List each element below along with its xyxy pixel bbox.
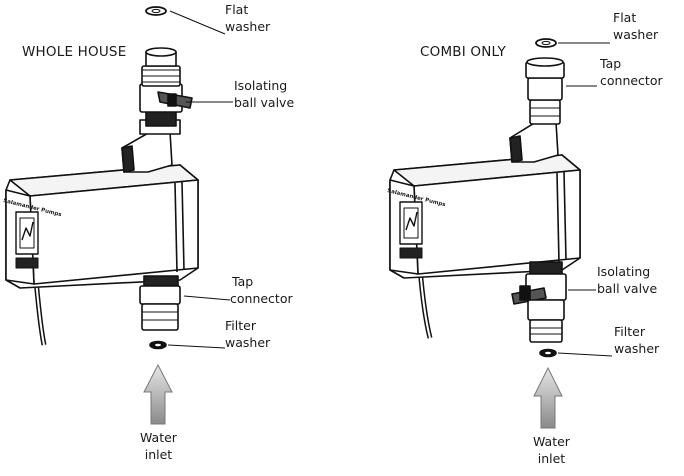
left-water-inlet-arrow	[143, 363, 173, 425]
left-tap-connector-label: Tap connector	[230, 274, 293, 306]
right-pump-assembly	[389, 38, 581, 358]
left-leader-lines	[167, 10, 233, 349]
left-isolating-valve-label: Isolating ball valve	[234, 78, 295, 110]
right-filter-washer-label: Filter washer	[614, 324, 660, 356]
right-water-inlet-label: Water inlet	[533, 434, 570, 466]
left-pump-assembly	[5, 6, 199, 350]
right-isolating-valve-label: Isolating ball valve	[597, 264, 658, 296]
left-filter-washer-label: Filter washer	[225, 318, 271, 350]
left-water-inlet-label: Water inlet	[140, 430, 177, 462]
right-flat-washer-label: Flat washer	[613, 10, 659, 42]
right-water-inlet-arrow	[533, 366, 563, 429]
right-tap-connector-label: Tap connector	[600, 56, 663, 88]
right-leader-lines	[557, 42, 613, 357]
combi-only-title: COMBI ONLY	[420, 44, 506, 60]
left-flat-washer-label: Flat washer	[225, 2, 271, 34]
whole-house-title: WHOLE HOUSE	[22, 44, 127, 60]
